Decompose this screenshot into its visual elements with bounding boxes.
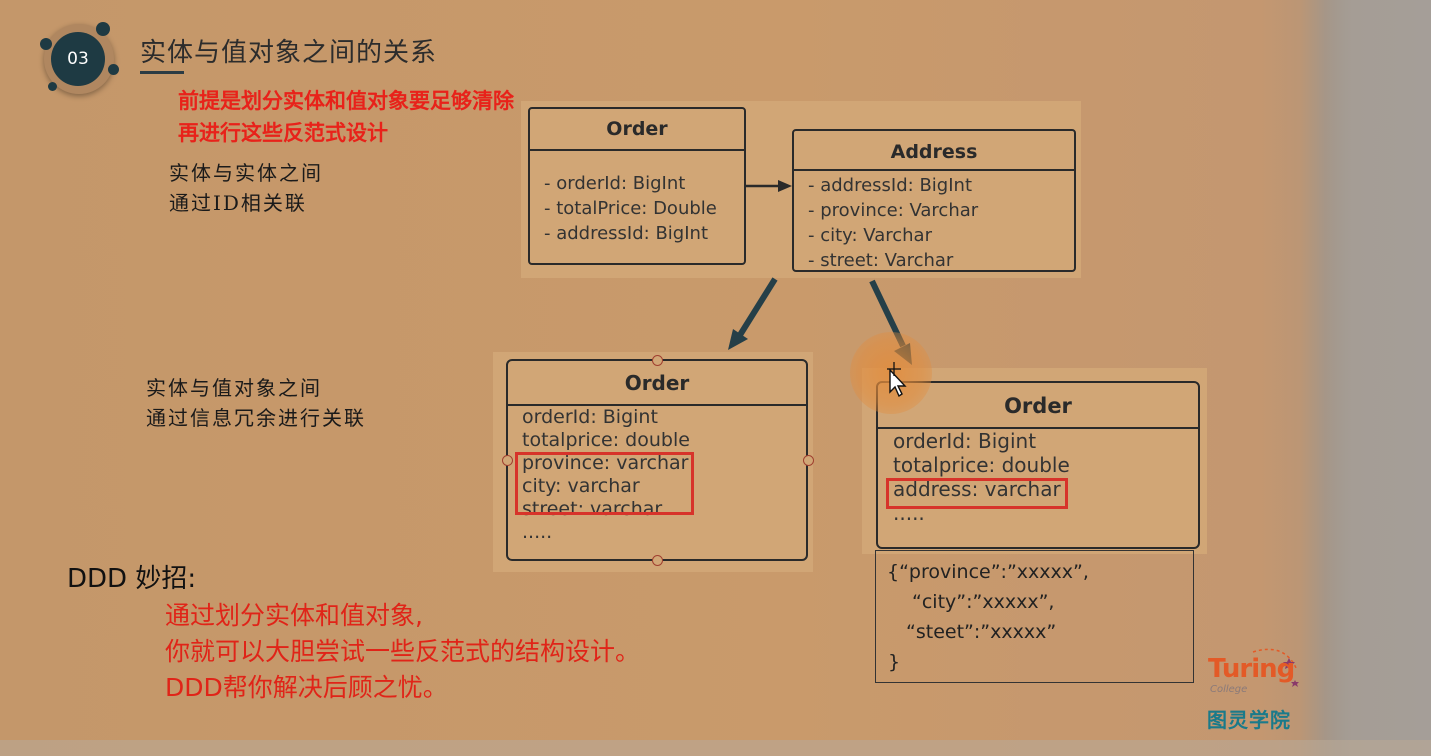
logo-chinese: 图灵学院 (1207, 708, 1291, 732)
value-relation-note: 实体与值对象之间 通过信息冗余进行关联 (146, 373, 366, 433)
json-order-field: totalprice: double (893, 453, 1070, 477)
value-note-line: 通过信息冗余进行关联 (146, 406, 366, 430)
logo-arc-icon (1252, 648, 1299, 687)
entity-note-line: 通过ID相关联 (169, 191, 307, 215)
premise-note: 前提是划分实体和值对象要足够清除 再进行这些反范式设计 (178, 85, 514, 149)
turing-college-logo: Turing College 图灵学院 (1205, 640, 1305, 732)
ddd-tip-line: DDD帮你解决后顾之忧。 (165, 673, 448, 702)
address-entity-field: - addressId: BigInt (808, 175, 973, 196)
redundant-fields-highlight (515, 452, 694, 515)
order-entity-field: - orderId: BigInt (544, 173, 686, 194)
address-field-highlight (886, 478, 1068, 509)
json-order-field: ..... (893, 501, 925, 525)
title-underline (140, 71, 184, 74)
flat-order-field: city: varchar (522, 475, 640, 497)
slide-title: 实体与值对象之间的关系 (140, 38, 438, 68)
resize-handle[interactable] (652, 555, 663, 566)
entity-relation-note: 实体与实体之间 通过ID相关联 (169, 158, 323, 218)
order-entity-field: - totalPrice: Double (544, 198, 717, 219)
ddd-tip-label: DDD 妙招: (67, 564, 197, 594)
address-entity-box: Address - addressId: BigInt - province: … (792, 129, 1076, 272)
value-note-line: 实体与值对象之间 (146, 376, 322, 400)
logo-brand: Turing (1208, 654, 1295, 684)
json-order-title: Order (878, 383, 1198, 429)
json-line: “city”:”xxxxx”, (912, 591, 1055, 613)
badge-dot (40, 38, 52, 50)
move-cursor-icon (887, 362, 907, 398)
json-example-box: {“province”:”xxxxx”, “city”:”xxxxx”, “st… (875, 550, 1194, 683)
badge-dot (96, 22, 110, 36)
flat-order-field: province: varchar (522, 452, 689, 474)
order-entity-field: - addressId: BigInt (544, 223, 709, 244)
ddd-tip-line: 你就可以大胆尝试一些反范式的结构设计。 (165, 637, 641, 666)
logo-sub: College (1210, 684, 1248, 695)
flat-order-title: Order (508, 361, 806, 406)
order-entity-title: Order (530, 109, 744, 151)
address-entity-title: Address (794, 131, 1074, 171)
json-order-field: address: varchar (893, 477, 1061, 501)
premise-line: 再进行这些反范式设计 (178, 121, 388, 145)
json-line: {“province”:”xxxxx”, (887, 561, 1089, 583)
section-number: 03 (51, 32, 105, 86)
json-line: } (888, 651, 901, 673)
flat-order-field: totalprice: double (522, 429, 690, 451)
resize-handle[interactable] (652, 355, 663, 366)
flat-order-field: ..... (522, 521, 553, 543)
bottom-bar (0, 740, 1431, 756)
address-entity-field: - province: Varchar (808, 200, 979, 221)
badge-dot (48, 82, 57, 91)
resize-handle[interactable] (502, 455, 513, 466)
flat-order-field: orderId: Bigint (522, 406, 658, 428)
badge-dot (108, 64, 119, 75)
premise-line: 前提是划分实体和值对象要足够清除 (178, 89, 514, 113)
address-entity-field: - street: Varchar (808, 250, 954, 271)
resize-handle[interactable] (803, 455, 814, 466)
arrow-down-left-icon (728, 277, 778, 350)
order-entity-box: Order - orderId: BigInt - totalPrice: Do… (528, 107, 746, 265)
address-entity-field: - city: Varchar (808, 225, 932, 246)
right-edge-shadow (1300, 0, 1431, 756)
entity-note-line: 实体与实体之间 (169, 161, 323, 185)
ddd-tip-line: 通过划分实体和值对象, (165, 601, 423, 630)
json-order-field: orderId: Bigint (893, 429, 1037, 453)
json-line: “steet”:”xxxxx” (906, 621, 1057, 643)
json-order-box: Order orderId: Bigint totalprice: double… (876, 381, 1200, 549)
